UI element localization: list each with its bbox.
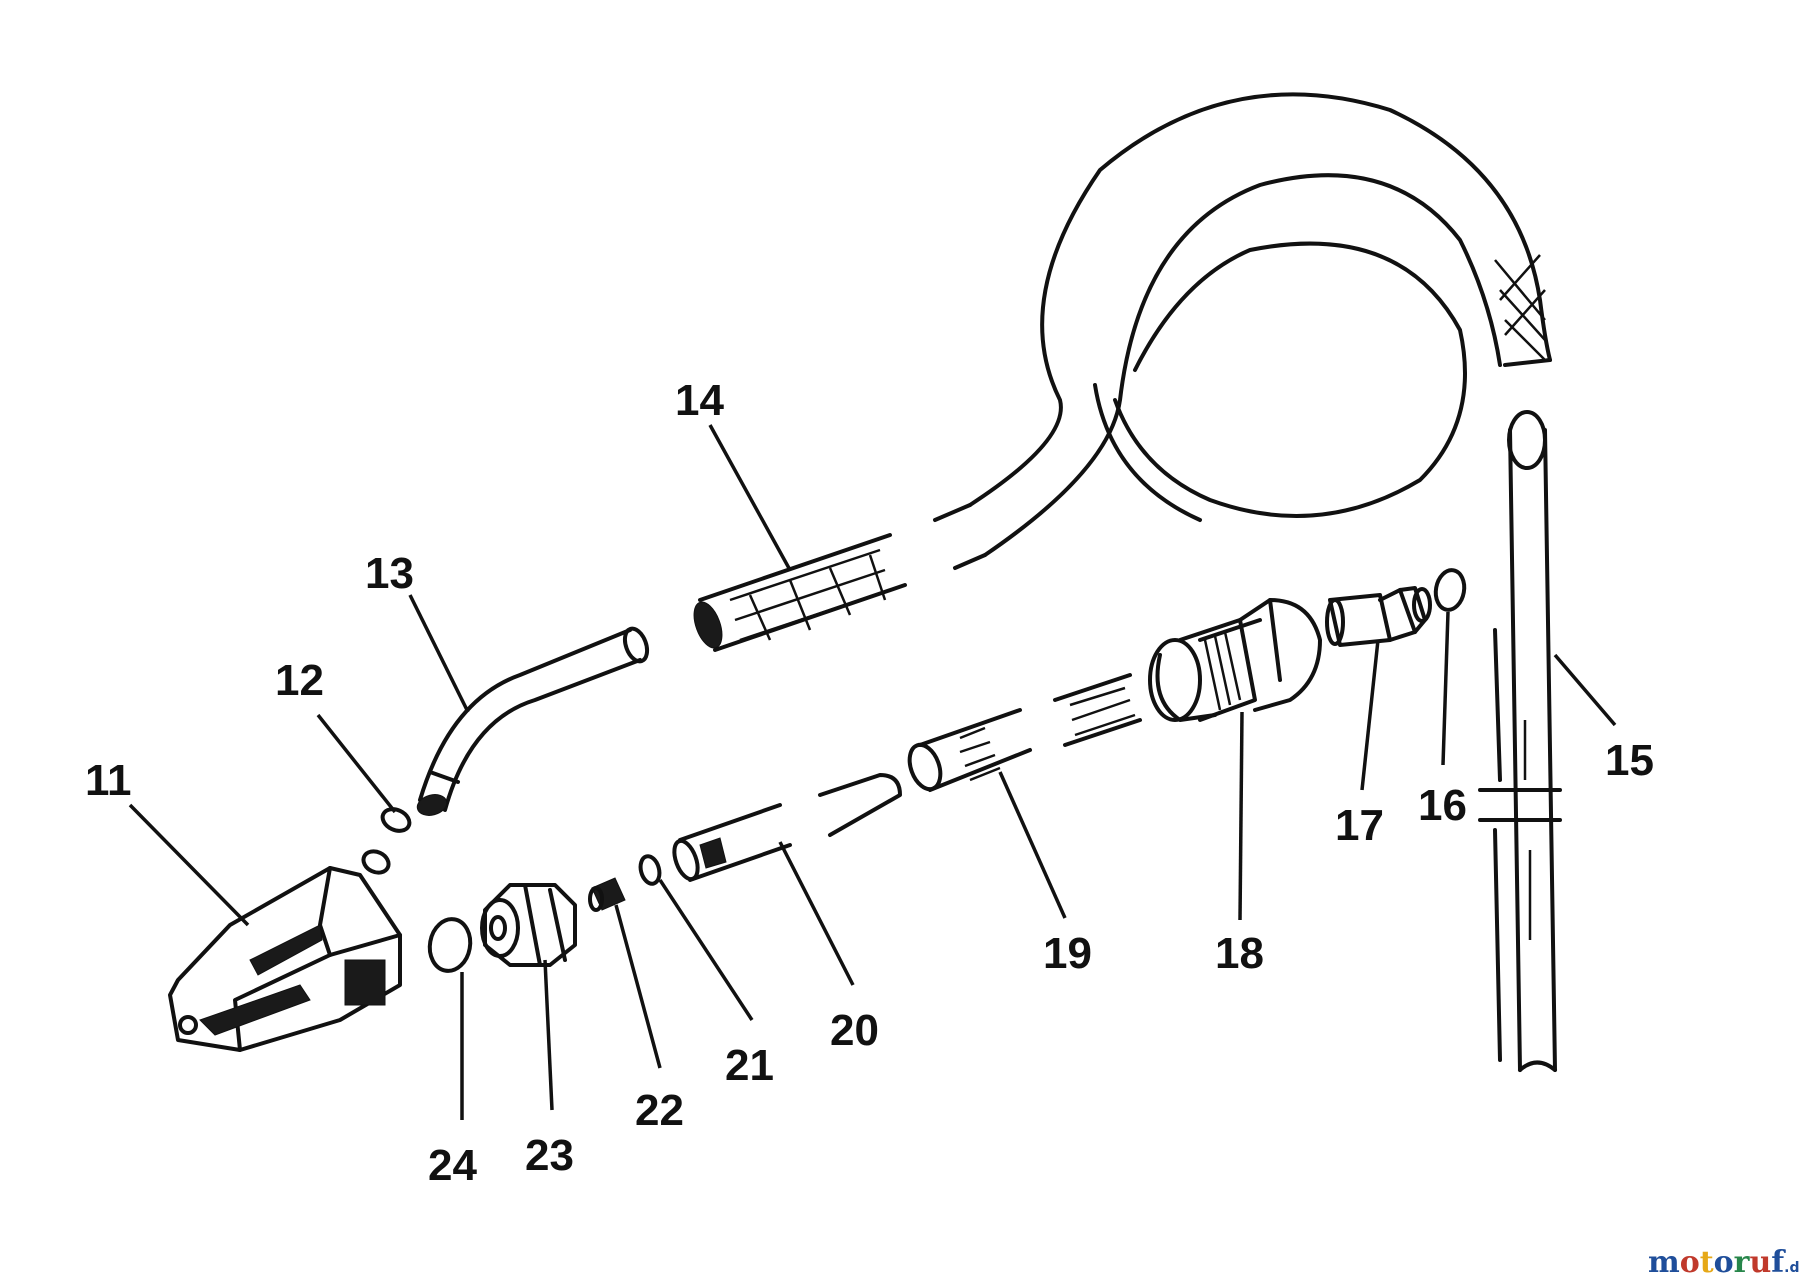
leader-23 [543, 959, 554, 1111]
part-22-nozzle-insert [588, 877, 626, 912]
callout-20: 20 [830, 1006, 879, 1055]
part-14-braided-hose [693, 92, 1552, 652]
part-13-curved-tube [416, 626, 650, 816]
leader-19 [998, 771, 1067, 919]
watermark-text: motoruf.de [1648, 1245, 1800, 1280]
part-18-coupling-nut [1148, 598, 1322, 722]
leader-11 [128, 803, 250, 927]
leader-16 [1441, 611, 1450, 766]
leader-17 [1360, 639, 1380, 791]
leader-12 [316, 713, 397, 814]
callout-16: 16 [1418, 781, 1467, 830]
callout-24: 24 [428, 1141, 477, 1190]
part-17-nipple [1325, 586, 1432, 647]
leader-15 [1553, 653, 1617, 727]
leader-21 [658, 879, 754, 1021]
callout-labels: 11 12 13 14 15 16 17 18 19 20 21 22 23 2… [85, 376, 1654, 1190]
callout-17: 17 [1335, 801, 1384, 850]
leader-14 [708, 424, 792, 571]
callout-22: 22 [635, 1086, 684, 1135]
callout-19: 19 [1043, 929, 1092, 978]
part-15-lance-tube [1478, 410, 1562, 1072]
callout-15: 15 [1605, 736, 1654, 785]
leader-18 [1238, 711, 1244, 921]
part-20-rod [672, 773, 902, 882]
part-11-spray-handle [168, 866, 402, 1052]
callout-18: 18 [1215, 929, 1264, 978]
part-23-hex-nut [480, 883, 577, 967]
callout-12: 12 [275, 656, 324, 705]
part-24-o-ring [427, 917, 473, 973]
callout-14: 14 [675, 376, 724, 425]
leader-13 [408, 594, 470, 713]
callout-23: 23 [525, 1131, 574, 1180]
leader-22 [614, 904, 662, 1069]
part-21-o-ring [638, 854, 662, 886]
part-19-knurled-tube [907, 673, 1142, 792]
callout-11: 11 [85, 756, 132, 805]
callout-13: 13 [365, 549, 414, 598]
part-12-o-rings [361, 807, 412, 875]
leader-20 [778, 841, 855, 986]
callout-21: 21 [725, 1041, 774, 1090]
leader-lines [128, 424, 1617, 1120]
watermark-logo: motoruf.de [1648, 1245, 1800, 1280]
part-16-o-ring [1433, 568, 1467, 612]
